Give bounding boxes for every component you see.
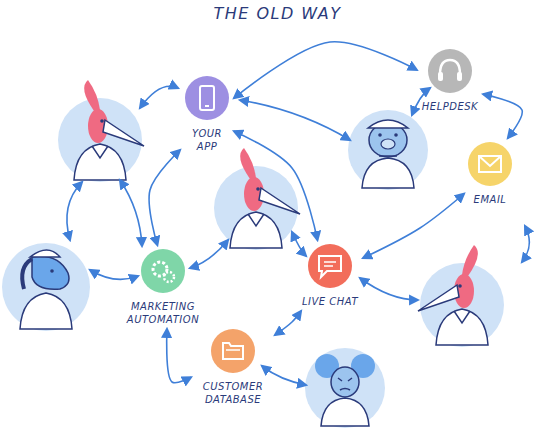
character-figures	[2, 80, 504, 428]
icon-node: EMAIL	[467, 141, 513, 206]
node-label: YOUR APP	[183, 127, 231, 153]
node-label: HELPDESK	[420, 100, 480, 113]
icon-node: CUSTOMER DATABASE	[194, 328, 272, 406]
decor-arrows	[67, 86, 529, 385]
icon-node: YOUR APP	[183, 75, 231, 153]
node-label: EMAIL	[472, 193, 509, 206]
connector-arrow	[149, 150, 180, 245]
connector-arrow	[234, 42, 417, 98]
icon-circle	[427, 48, 473, 94]
node-label: LIVE CHAT	[300, 295, 360, 308]
node-label: MARKETING AUTOMATION	[119, 300, 207, 326]
connector-arrow	[363, 194, 464, 258]
icon-node: MARKETING AUTOMATION	[119, 248, 207, 326]
connector-arrow	[167, 329, 191, 383]
title: THE OLD WAY	[0, 4, 555, 23]
connector-arrow	[234, 131, 317, 240]
connector-arrow	[483, 94, 522, 138]
icon-circle	[210, 328, 256, 374]
node-label: CUSTOMER DATABASE	[194, 380, 272, 406]
icon-circle	[307, 243, 353, 289]
icon-circle	[184, 75, 230, 121]
connector-arrow	[275, 311, 301, 335]
icon-node: HELPDESK	[420, 48, 480, 113]
icon-circle	[140, 248, 186, 294]
icon-node: LIVE CHAT	[300, 243, 360, 308]
icon-circle	[467, 141, 513, 187]
